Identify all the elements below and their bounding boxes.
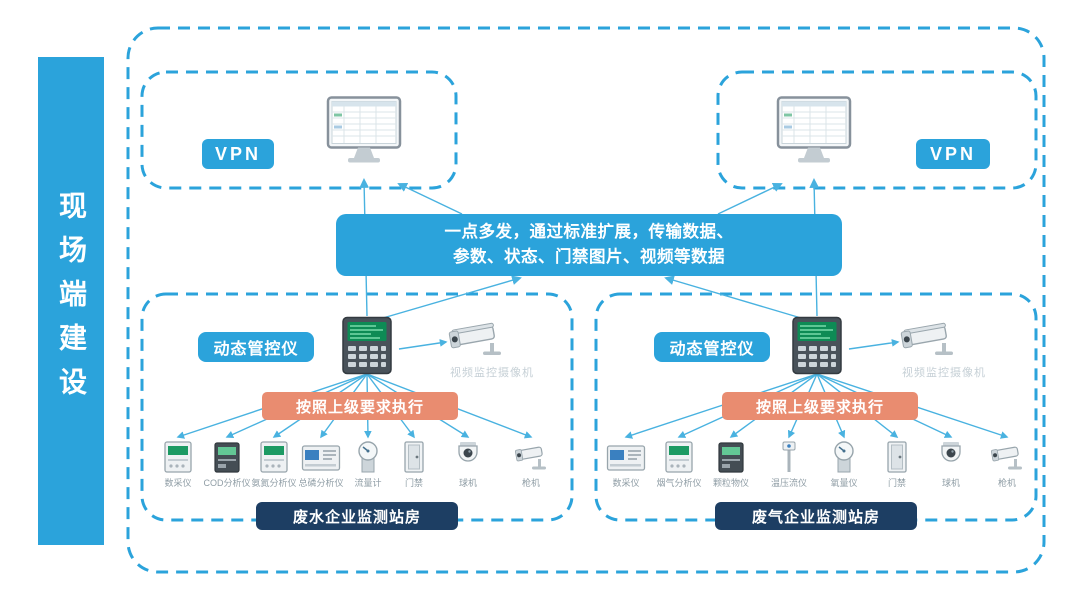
analyzer-icon bbox=[606, 440, 646, 474]
analyzer-icon bbox=[213, 440, 241, 474]
device-label: 颗粒物仪 bbox=[712, 478, 749, 488]
device-item: 温压流仪 bbox=[761, 440, 817, 489]
analyzer-icon bbox=[163, 440, 193, 474]
device-item: 数采仪 bbox=[598, 440, 654, 489]
datalogger-right-icon bbox=[786, 316, 848, 376]
vpn-zone-left-border bbox=[140, 70, 458, 190]
camera-caption-right: 视频监控摄像机 bbox=[902, 367, 986, 379]
device-item: 球机 bbox=[440, 440, 496, 489]
vpn-badge-left: VPN bbox=[202, 139, 274, 169]
camera-caption-left: 视频监控摄像机 bbox=[450, 367, 534, 379]
meter-icon bbox=[831, 440, 857, 474]
device-label: COD分析仪 bbox=[203, 478, 251, 488]
device-item: 球机 bbox=[923, 440, 979, 489]
pole-sensor-icon bbox=[779, 440, 799, 474]
bullet-camera-icon bbox=[514, 440, 548, 474]
cctv-camera-left-icon bbox=[448, 320, 506, 360]
device-label: 枪机 bbox=[521, 478, 540, 488]
device-label: 流量计 bbox=[354, 478, 382, 488]
device-item: 氧量仪 bbox=[816, 440, 872, 489]
vpn-badge-right: VPN bbox=[916, 139, 990, 169]
device-label: 氨氮分析仪 bbox=[251, 478, 297, 488]
transmission-box: 一点多发，通过标准扩展，传输数据、 参数、状态、门禁图片、视频等数据 bbox=[336, 214, 842, 276]
transmission-line-2: 参数、状态、门禁图片、视频等数据 bbox=[453, 248, 725, 266]
device-label: 门禁 bbox=[404, 478, 423, 488]
device-label: 温压流仪 bbox=[770, 478, 807, 488]
device-item: 颗粒物仪 bbox=[703, 440, 759, 489]
monitor-right-icon bbox=[771, 96, 857, 168]
device-item: 数采仪 bbox=[150, 440, 206, 489]
device-label: 球机 bbox=[458, 478, 477, 488]
controller-badge-right: 动态管控仪 bbox=[654, 332, 770, 362]
device-label: 门禁 bbox=[887, 478, 906, 488]
dome-camera-icon bbox=[937, 440, 965, 474]
device-label: 烟气分析仪 bbox=[656, 478, 702, 488]
analyzer-icon bbox=[664, 440, 694, 474]
command-banner-left: 按照上级要求执行 bbox=[262, 392, 458, 420]
vpn-zone-right-border bbox=[716, 70, 1038, 190]
device-item: 门禁 bbox=[386, 440, 442, 489]
device-label: 数采仪 bbox=[612, 478, 640, 488]
analyzer-icon bbox=[301, 440, 341, 474]
bullet-camera-icon bbox=[990, 440, 1024, 474]
device-item: 枪机 bbox=[503, 440, 559, 489]
device-label: 球机 bbox=[941, 478, 960, 488]
door-access-icon bbox=[402, 440, 426, 474]
device-item: 枪机 bbox=[979, 440, 1035, 489]
controller-badge-left: 动态管控仪 bbox=[198, 332, 314, 362]
command-banner-right: 按照上级要求执行 bbox=[722, 392, 918, 420]
door-access-icon bbox=[885, 440, 909, 474]
device-label: 氧量仪 bbox=[830, 478, 858, 488]
transmission-line-1: 一点多发，通过标准扩展，传输数据、 bbox=[444, 223, 734, 241]
device-label: 数采仪 bbox=[164, 478, 192, 488]
device-label: 枪机 bbox=[997, 478, 1016, 488]
meter-icon bbox=[355, 440, 381, 474]
station-label-left: 废水企业监测站房 bbox=[256, 502, 458, 530]
datalogger-left-icon bbox=[336, 316, 398, 376]
station-label-right: 废气企业监测站房 bbox=[715, 502, 917, 530]
outer-dashed-border bbox=[126, 26, 1046, 574]
device-item: 门禁 bbox=[869, 440, 925, 489]
dome-camera-icon bbox=[454, 440, 482, 474]
monitor-left-icon bbox=[321, 96, 407, 168]
cctv-camera-right-icon bbox=[900, 320, 958, 360]
analyzer-icon bbox=[259, 440, 289, 474]
sidebar-bar: 现场端建设 bbox=[38, 57, 104, 545]
analyzer-icon bbox=[717, 440, 745, 474]
sidebar-title: 现场端建设 bbox=[56, 191, 87, 411]
device-label: 总磷分析仪 bbox=[298, 478, 344, 488]
device-item: 烟气分析仪 bbox=[651, 440, 707, 489]
